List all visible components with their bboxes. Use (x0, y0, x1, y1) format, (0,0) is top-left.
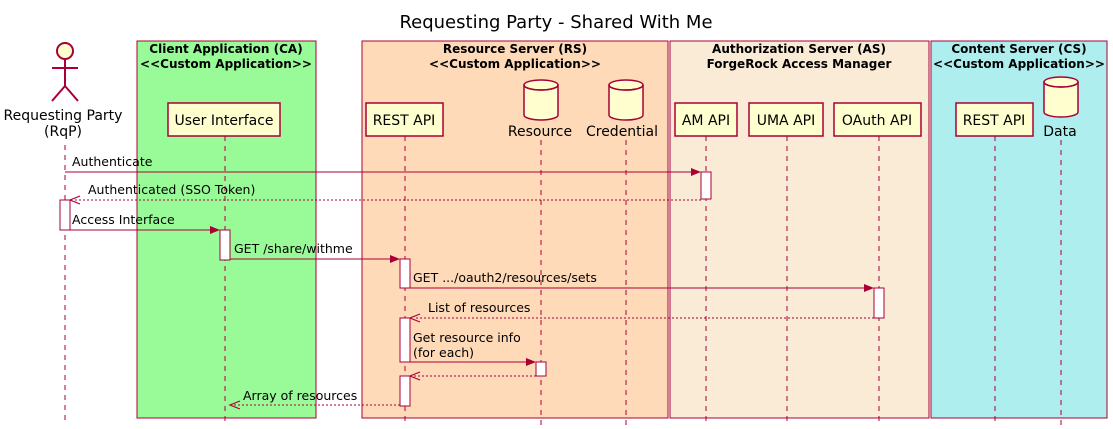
message-label: Authenticated (SSO Token) (88, 182, 255, 197)
database-label: Resource (508, 124, 572, 140)
participant-uma-api: UMA API (748, 102, 824, 137)
message-get-resource-info: Get resource info (for each) (410, 330, 536, 366)
participant-cs-rest-api: REST API (955, 102, 1034, 137)
stick-figure-icon (51, 42, 79, 102)
database-label: Credential (586, 124, 658, 140)
actor-requesting-party: Requesting Party (RqP) (4, 42, 123, 140)
activation-oauth-api (873, 287, 885, 319)
database-data: Data (1043, 76, 1079, 140)
actor-sublabel: (RqP) (44, 124, 82, 140)
message-authenticated-sso-token: Authenticated (SSO Token) (68, 182, 701, 205)
participant-label: REST API (963, 113, 1026, 129)
arrowhead-icon (68, 195, 81, 205)
participant-label: User Interface (174, 113, 273, 129)
activation-rqp (59, 199, 71, 231)
box-title: Content Server (CS) (951, 42, 1086, 56)
arrowhead-icon (228, 400, 241, 410)
box-subtitle: ForgeRock Access Manager (707, 57, 892, 71)
activation-rs-rest-api (399, 317, 411, 363)
arrowhead-icon (390, 255, 400, 263)
lifelines (64, 136, 1062, 425)
box-title: Client Application (CA) (149, 42, 302, 56)
database-label: Data (1043, 124, 1076, 140)
database-icon (608, 79, 644, 121)
participant-user-interface: User Interface (167, 102, 281, 137)
box-stereotype: <<Custom Application>> (429, 57, 601, 71)
arrowhead-icon (210, 226, 220, 234)
participant-label: OAuth API (842, 113, 912, 129)
box-content-server: Content Server (CS) <<Custom Application… (930, 40, 1108, 419)
box-stereotype: <<Custom Application>> (933, 57, 1105, 71)
box-title: Authorization Server (AS) (712, 42, 886, 56)
participant-label: UMA API (757, 113, 816, 129)
participant-label: AM API (682, 113, 730, 129)
message-list-of-resources: List of resources (408, 300, 874, 323)
message-label: List of resources (428, 300, 530, 315)
arrowhead-icon (526, 358, 536, 366)
message-label: GET /share/withme (234, 241, 353, 256)
participant-rs-rest-api: REST API (365, 102, 444, 137)
activation-rs-rest-api (399, 375, 411, 407)
box-authorization-server: Authorization Server (AS) ForgeRock Acce… (669, 40, 930, 419)
box-stereotype: <<Custom Application>> (140, 57, 312, 71)
message-resource-return (408, 371, 536, 381)
message-label-line2: (for each) (413, 345, 474, 360)
database-credential: Credential (586, 79, 658, 140)
participant-oauth-api: OAuth API (833, 102, 922, 137)
actor-label: Requesting Party (4, 108, 123, 124)
participant-am-api: AM API (674, 102, 738, 137)
database-icon (523, 79, 559, 121)
message-authenticate: Authenticate (65, 154, 701, 176)
arrowhead-icon (691, 168, 701, 176)
database-icon (1043, 76, 1079, 118)
message-label: GET .../oauth2/resources/sets (413, 270, 597, 285)
arrowhead-icon (408, 371, 421, 381)
message-get-resources-sets: GET .../oauth2/resources/sets (410, 270, 874, 292)
activation-rs-rest-api (399, 258, 411, 289)
message-access-interface: Access Interface (70, 212, 220, 234)
participant-label: REST API (373, 113, 436, 129)
message-array-of-resources: Array of resources (228, 388, 400, 410)
message-label: Array of resources (243, 388, 357, 403)
message-label: Get resource info (413, 330, 521, 345)
activation-ui (219, 229, 231, 261)
message-label: Authenticate (72, 154, 153, 169)
diagram-title: Requesting Party - Shared With Me (399, 12, 712, 33)
box-title: Resource Server (RS) (443, 42, 587, 56)
message-get-share-withme: GET /share/withme (230, 241, 400, 263)
activation-bars (59, 171, 885, 407)
database-resource: Resource (508, 79, 572, 140)
activation-am-api (700, 171, 712, 200)
message-label: Access Interface (72, 212, 175, 227)
arrowhead-icon (864, 284, 874, 292)
arrowhead-icon (408, 313, 421, 323)
activation-resource (535, 361, 547, 377)
